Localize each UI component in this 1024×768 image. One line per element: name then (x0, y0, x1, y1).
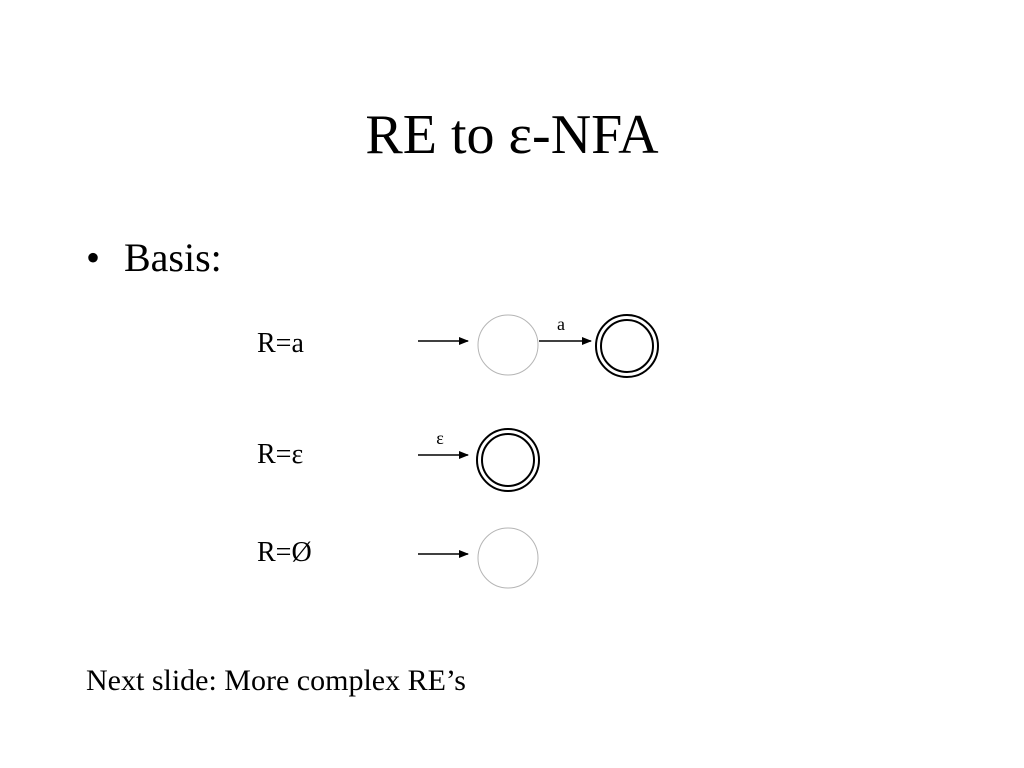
transition-label-a: a (557, 314, 565, 334)
nfa-epsilon-case: ε (418, 428, 540, 492)
nfa-empty-case (418, 527, 539, 589)
slide-title: RE to ε-NFA (365, 104, 659, 166)
accept-state-inner (600, 319, 654, 373)
accept-state-outer (476, 428, 540, 492)
bullet-text: Basis: (124, 235, 222, 280)
bullet-item: • Basis: (86, 234, 222, 282)
transition-label-epsilon: ε (436, 428, 444, 448)
start-state (477, 314, 539, 376)
accept-state-inner (481, 433, 535, 487)
nfa-symbol-case: a (418, 314, 659, 378)
bullet-marker: • (86, 235, 101, 280)
start-state (477, 527, 539, 589)
next-slide-note: Next slide: More complex RE’s (86, 664, 466, 697)
case-label-symbol: R=a (257, 328, 304, 359)
accept-state-outer (595, 314, 659, 378)
case-label-empty: R=Ø (257, 537, 312, 568)
case-label-epsilon: R=ε (257, 439, 304, 470)
